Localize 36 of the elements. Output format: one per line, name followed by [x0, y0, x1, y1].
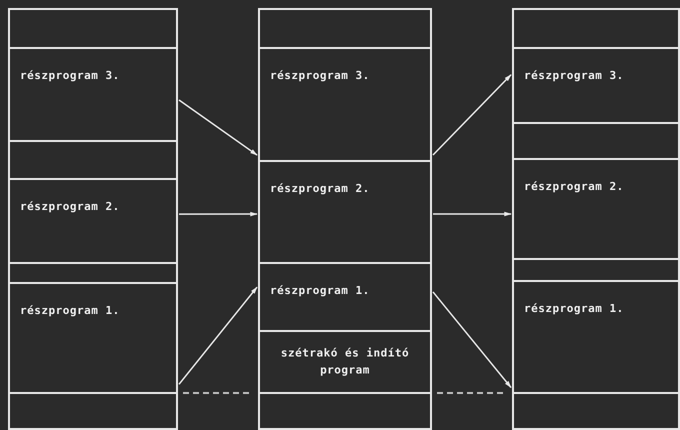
empty-box	[512, 8, 680, 49]
program-box	[8, 282, 178, 394]
empty-box	[258, 392, 432, 430]
arrow	[433, 212, 512, 216]
program-label: szétrakó és indító program	[280, 346, 410, 378]
program-box	[258, 47, 432, 162]
program-box	[258, 262, 432, 332]
program-box	[512, 280, 680, 394]
program-label: részprogram 1.	[524, 302, 624, 315]
arrow	[179, 212, 258, 216]
empty-box	[8, 262, 178, 284]
program-box	[512, 47, 680, 124]
arrow	[178, 99, 258, 156]
empty-box	[8, 392, 178, 430]
arrow	[432, 291, 512, 388]
empty-box	[512, 258, 680, 282]
arrow	[178, 286, 258, 385]
empty-box	[512, 392, 680, 430]
empty-box	[258, 8, 432, 49]
program-label: részprogram 2.	[270, 182, 370, 195]
arrow	[432, 74, 512, 156]
program-label: részprogram 1.	[270, 284, 370, 297]
program-label: részprogram 3.	[270, 69, 370, 82]
program-label: részprogram 3.	[20, 69, 120, 82]
program-box	[512, 158, 680, 260]
program-label: részprogram 3.	[524, 69, 624, 82]
program-label: részprogram 2.	[20, 200, 120, 213]
empty-box	[8, 140, 178, 180]
empty-box	[512, 122, 680, 160]
program-label: részprogram 2.	[524, 180, 624, 193]
program-box	[258, 330, 432, 394]
empty-box	[8, 8, 178, 49]
program-box	[258, 160, 432, 264]
program-box	[8, 47, 178, 142]
program-label: részprogram 1.	[20, 304, 120, 317]
program-box	[8, 178, 178, 264]
